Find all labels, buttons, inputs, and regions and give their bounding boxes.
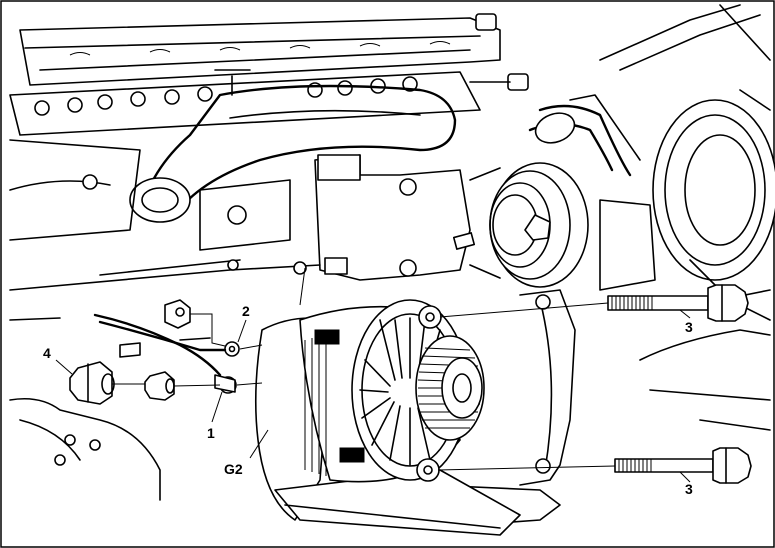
callout-label-4: 4 <box>43 345 51 361</box>
callout-3-upper: 3 <box>679 309 693 335</box>
callout-label-3-lower: 3 <box>685 481 693 497</box>
callout-2: 2 <box>237 303 250 343</box>
water-pump-pulley <box>314 154 589 288</box>
callout-label-3-upper: 3 <box>685 319 693 335</box>
bolt-upper-3 <box>607 284 749 322</box>
nut-upper <box>164 299 191 329</box>
alternator-g2 <box>219 299 521 536</box>
callout-label-2: 2 <box>242 303 250 319</box>
callout-label-1: 1 <box>207 425 215 441</box>
callout-label-g2: G2 <box>224 461 243 477</box>
coolant-hoses <box>528 94 641 177</box>
alternator-cooling-slots <box>304 334 327 476</box>
assembly-leader-lines <box>112 267 616 471</box>
head-bolt-row <box>34 76 418 116</box>
wiring-harness <box>93 313 236 393</box>
bolt-lower-3 <box>614 447 752 484</box>
callout-3-lower: 3 <box>679 471 693 497</box>
alternator-pulley <box>415 335 485 441</box>
callout-4: 4 <box>43 345 73 375</box>
nut-small <box>144 371 175 401</box>
callout-1: 1 <box>207 391 223 441</box>
engine-block <box>9 13 529 501</box>
cooling-fan <box>599 4 775 431</box>
nut-item-4 <box>69 361 115 405</box>
callout-g2: G2 <box>224 429 269 477</box>
alternator-bracket <box>429 289 576 526</box>
